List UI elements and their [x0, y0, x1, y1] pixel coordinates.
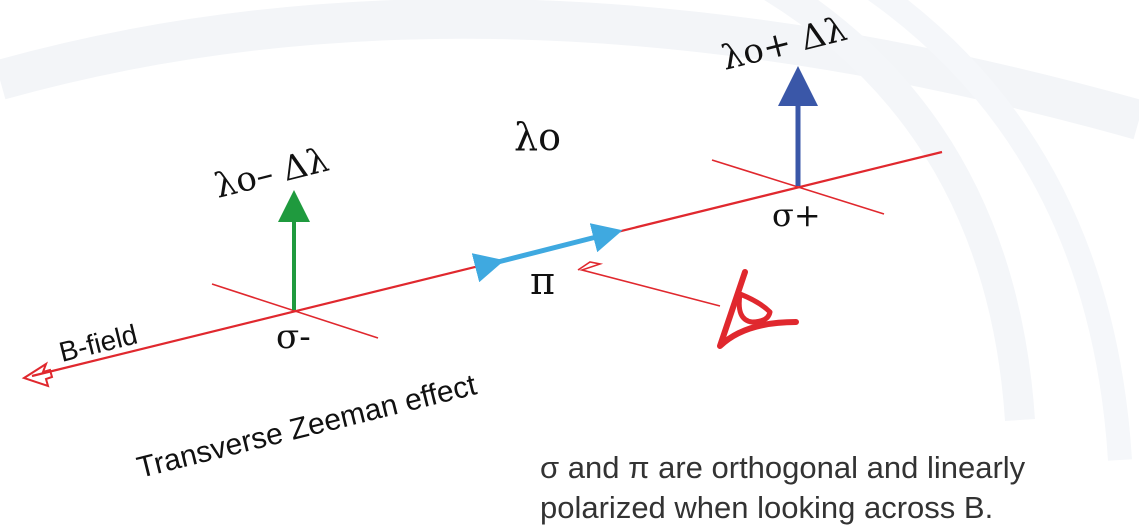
- eye-icon: [717, 269, 799, 349]
- sigma-minus-cross: [211, 283, 379, 339]
- caption-line-1: σ and π are orthogonal and linearly: [540, 450, 1026, 485]
- pi-arrow: [471, 223, 623, 283]
- caption-line-2: polarized when looking across B.: [540, 490, 994, 525]
- caption: σ and π are orthogonal and linearly pola…: [540, 448, 1130, 528]
- sigma-plus-label: σ+: [772, 196, 821, 234]
- b-field-line: [31, 150, 943, 378]
- line-of-sight: [577, 261, 721, 307]
- sigma-minus-label: σ-: [276, 317, 311, 357]
- lambda-minus-label: λo– Δλ: [211, 140, 333, 207]
- sigma-plus-cross: [711, 159, 885, 215]
- b-field-arrowhead: [21, 361, 54, 388]
- effect-title: Transverse Zeeman effect: [134, 368, 481, 484]
- lambda-center-label: λo: [514, 115, 561, 159]
- background-arcs: [0, 0, 1139, 422]
- pi-label: π: [530, 259, 555, 303]
